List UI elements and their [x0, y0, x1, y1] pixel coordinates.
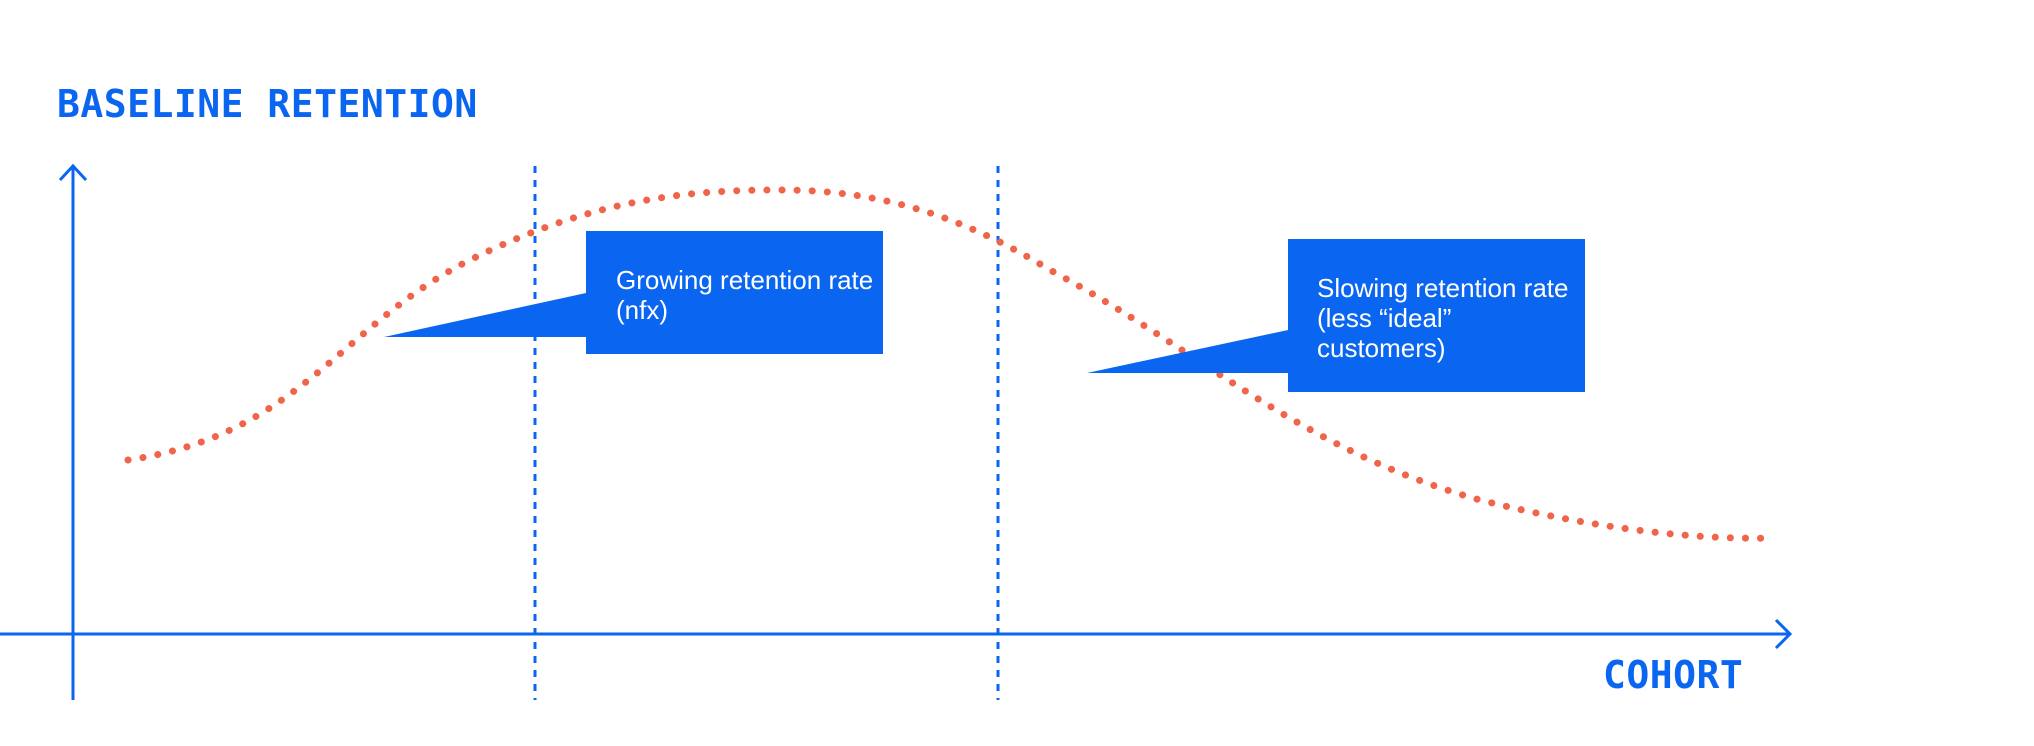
- callout-1-text: Growing retention rate (nfx): [616, 265, 874, 325]
- x-axis-arrowhead: [1774, 618, 1793, 650]
- y-axis-arrowhead: [58, 163, 88, 182]
- callout-2-pointer: [1087, 330, 1288, 373]
- callout-1-pointer: [384, 293, 586, 337]
- callout-2-text: Slowing retention rate (less “ideal” cus…: [1317, 273, 1569, 363]
- callout-1-box: [586, 231, 883, 354]
- callout-2-box: [1288, 239, 1585, 392]
- x-axis-title: COHORT: [1603, 653, 1744, 697]
- y-axis-title: BASELINE RETENTION: [57, 82, 478, 126]
